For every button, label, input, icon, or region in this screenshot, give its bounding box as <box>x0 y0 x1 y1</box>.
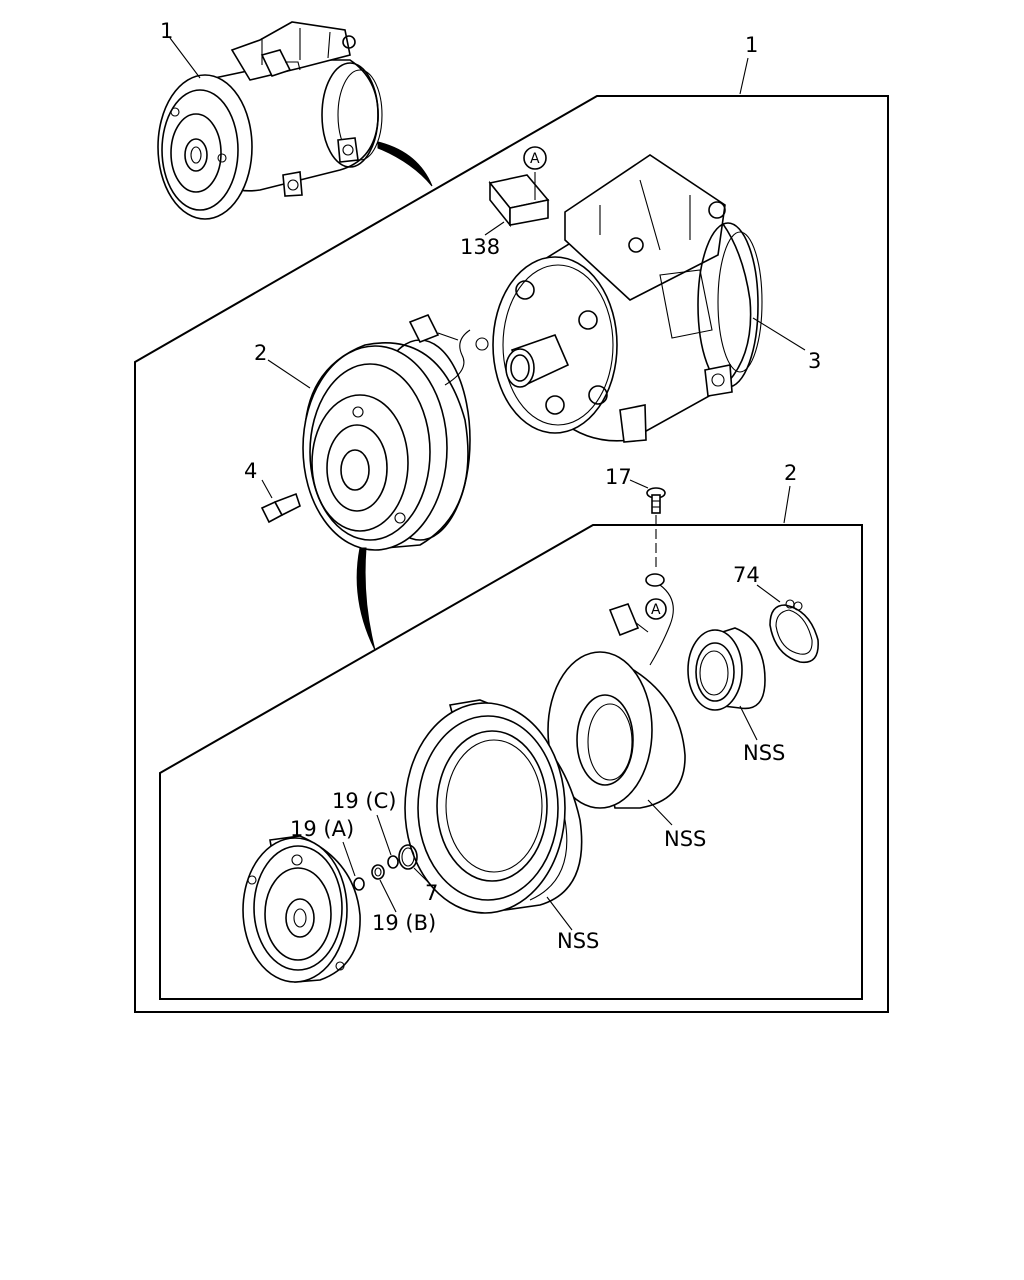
arrow-clutch <box>356 547 376 651</box>
bolt-icon <box>260 479 301 524</box>
bearing-icon <box>687 627 766 741</box>
compressor-body-icon <box>492 154 806 443</box>
screw-icon <box>629 479 666 570</box>
callout-clutch-assy: 2 <box>254 341 267 365</box>
snap-ring-icon <box>756 584 819 664</box>
callout-sensor-block: 138 <box>460 235 500 259</box>
callout-ring-7: 7 <box>425 881 438 905</box>
armature-plate-icon <box>242 835 361 983</box>
pulley-icon <box>404 699 583 931</box>
circle-a-wire <box>645 598 667 620</box>
callout-compressor-body: 3 <box>808 349 821 373</box>
field-coil-icon <box>547 651 686 826</box>
callout-bearing-nss: NSS <box>743 741 785 765</box>
callout-assy-frame: 1 <box>745 33 758 57</box>
callout-coil-nss: NSS <box>664 827 706 851</box>
shim-b-icon <box>371 864 397 913</box>
callout-circle-a-wire: A <box>651 602 661 618</box>
clutch-assembly-icon <box>267 313 489 551</box>
assembly-frame-outer <box>134 95 889 1013</box>
circle-a-top <box>523 146 547 170</box>
callout-shim-b: 19 (B) <box>372 911 436 935</box>
callout-clutch-frame: 2 <box>784 461 797 485</box>
shim-c-icon <box>376 814 399 869</box>
callout-circle-a-top: A <box>530 151 540 167</box>
shim-a-icon <box>342 841 365 891</box>
callout-bolt: 4 <box>244 459 257 483</box>
callout-assy-top: 1 <box>160 19 173 43</box>
clutch-frame-inner <box>159 524 863 1000</box>
callout-screw: 17 <box>605 465 632 489</box>
callout-snap-ring: 74 <box>733 563 760 587</box>
callout-shim-c: 19 (C) <box>332 789 396 813</box>
callout-pulley-nss: NSS <box>557 929 599 953</box>
sensor-block-icon <box>484 172 550 236</box>
coil-wire-icon <box>608 573 674 666</box>
arrow-assembly <box>377 141 433 187</box>
assembled-compressor-icon <box>157 21 383 220</box>
ring-7-icon <box>398 844 429 883</box>
